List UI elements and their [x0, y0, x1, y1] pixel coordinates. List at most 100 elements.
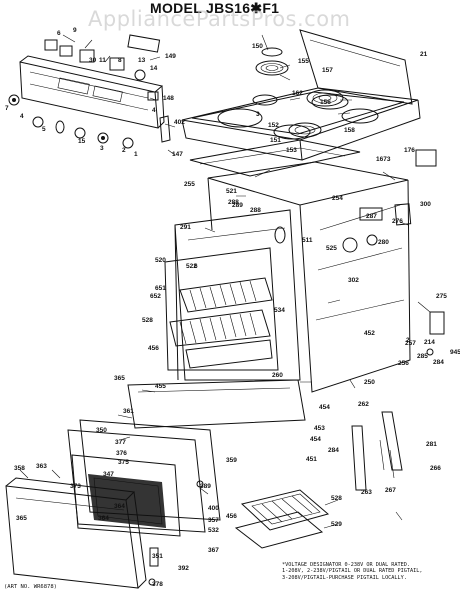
part-number-label: 392: [178, 565, 189, 572]
side-bracket: [426, 311, 445, 356]
part-number-label: 176: [404, 147, 415, 154]
part-number-label: 361: [123, 408, 134, 415]
part-number-label: 452: [364, 330, 375, 337]
door-hinges: [351, 411, 403, 491]
leader-lines: [19, 34, 431, 529]
footnote-line: 3-208V/PIGTAIL-PURCHASE PIGTAIL LOCALLY.: [282, 574, 407, 581]
part-number-label: 453: [314, 425, 325, 432]
footnote-line: *VOLTAGE DESIGNATOR 0-238V OR DUAL RATED…: [282, 562, 411, 568]
part-number-label: 2: [122, 147, 126, 154]
part-number-label: 373: [70, 483, 81, 490]
surface-burners: [252, 47, 344, 138]
part-number-label: 525: [326, 245, 337, 252]
part-number-label: 152: [268, 122, 279, 129]
part-number-label: 250: [364, 379, 375, 386]
part-number-label: 451: [306, 456, 317, 463]
part-number-label: 358: [14, 465, 25, 472]
part-number-label: 262: [358, 401, 369, 408]
oven-cavity: [164, 209, 301, 381]
part-number-label: 257: [405, 340, 416, 347]
part-number-label: 8: [118, 57, 122, 64]
part-number-label: 456: [226, 513, 237, 520]
part-number-label: 156: [320, 99, 331, 106]
part-number-label: 254: [332, 195, 343, 202]
part-number-label: 153: [286, 147, 297, 154]
part-number-label: 651: [155, 285, 166, 292]
control-panel: [19, 55, 165, 129]
part-number-label: 350: [96, 427, 107, 434]
part-number-label: 365: [16, 515, 27, 522]
part-number-label: 162: [292, 90, 303, 97]
part-number-label: 389: [200, 483, 211, 490]
part-number-label: 3: [100, 145, 104, 152]
part-number-label: 4: [20, 113, 24, 120]
part-number-label: 376: [116, 450, 127, 457]
part-number-label: 6: [57, 30, 61, 37]
part-number-label: 520: [155, 257, 166, 264]
watermark: AppliancePartsPros.com: [88, 7, 351, 31]
part-number-label: 528: [331, 495, 342, 502]
art-number: (ART NO. WR6878): [4, 584, 57, 590]
oven-body: [207, 149, 437, 393]
part-number-label: 375: [118, 459, 129, 466]
part-number-label: 402: [174, 119, 185, 126]
part-number-label: 14: [150, 65, 158, 72]
part-number-label: 378: [152, 581, 163, 588]
part-number-label: 367: [208, 547, 219, 554]
part-number-label: 347: [103, 471, 114, 478]
door-handle-clips: [148, 480, 204, 586]
backguard: [299, 29, 413, 105]
part-number-label: 280: [378, 239, 389, 246]
part-number-label: 275: [436, 293, 447, 300]
part-number-label: 377: [115, 439, 126, 446]
part-number-label: 284: [328, 447, 339, 454]
part-number-label: 288: [228, 199, 239, 206]
part-number-label: 532: [208, 527, 219, 534]
part-number-label: 7: [5, 105, 9, 112]
part-number-label: 511: [302, 237, 313, 244]
part-number-label: 522: [186, 263, 197, 270]
part-number-label: 529: [331, 521, 342, 528]
part-number-label: 285: [417, 353, 428, 360]
part-number-label: 158: [344, 127, 355, 134]
part-number-label: 148: [163, 95, 174, 102]
part-number-label: 157: [322, 67, 333, 74]
part-number-label: 454: [319, 404, 330, 411]
part-number-label: 288: [250, 207, 261, 214]
part-number-label: 364: [114, 503, 125, 510]
part-number-label: 351: [152, 553, 163, 560]
part-number-label: 266: [430, 465, 441, 472]
part-number-label: 455: [155, 383, 166, 390]
part-number-label: 291: [180, 224, 191, 231]
part-number-label: 256: [398, 360, 409, 367]
part-number-label: 284: [433, 359, 444, 366]
control-knobs: [8, 94, 171, 149]
part-number-label: 1673: [376, 156, 391, 163]
part-number-label: 260: [272, 372, 283, 379]
part-number-label: 289: [232, 202, 243, 209]
model-title: MODEL JBS16✱F1: [150, 0, 280, 16]
part-number-label: 149: [165, 53, 176, 60]
part-number-label: 652: [150, 293, 161, 300]
part-number-label: 456: [148, 345, 159, 352]
door-glass: [71, 454, 181, 537]
part-number-label: 287: [366, 213, 377, 220]
part-number-label: 359: [226, 457, 237, 464]
part-number-label: 454: [310, 436, 321, 443]
part-number-label: 15: [78, 138, 86, 145]
part-number-label: 363: [36, 463, 47, 470]
part-number-label: 4: [152, 107, 156, 114]
part-number-label: 30: [89, 57, 97, 64]
part-number-label: 300: [420, 201, 431, 208]
part-number-label: 281: [426, 441, 437, 448]
part-number-label: 357: [208, 517, 219, 524]
part-number-label: 2: [406, 337, 410, 344]
footnote-line: 1-208V, 2-238V/PIGTAIL OR DUAL RATED PIG…: [282, 568, 423, 575]
part-number-label: 9: [73, 27, 77, 34]
part-number-label: 147: [172, 151, 183, 158]
part-number-label: 151: [270, 137, 281, 144]
part-number-label: 255: [184, 181, 195, 188]
part-number-label: 150: [252, 43, 263, 50]
